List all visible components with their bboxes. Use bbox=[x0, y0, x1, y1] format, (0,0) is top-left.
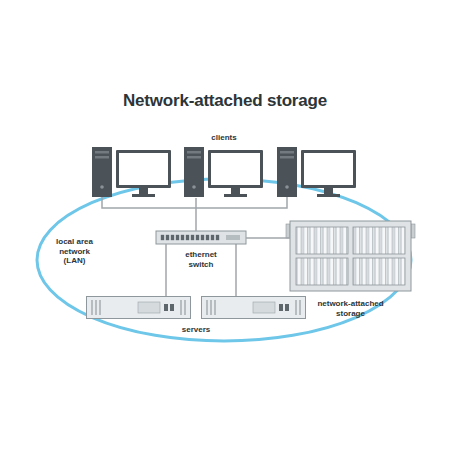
drive-bay bbox=[296, 258, 348, 285]
client-group: clients bbox=[88, 145, 360, 198]
switch-panel bbox=[226, 235, 240, 240]
node-label: clients bbox=[184, 133, 264, 143]
network-cable bbox=[246, 237, 290, 239]
lan-ring bbox=[37, 179, 411, 341]
client-bus-wire bbox=[102, 197, 287, 208]
network-label: local area network (LAN) bbox=[51, 237, 98, 266]
network-cable bbox=[165, 244, 167, 296]
rack-ear bbox=[411, 224, 415, 238]
switch-ports bbox=[160, 234, 220, 241]
client-computer bbox=[92, 147, 171, 197]
node-text: servers bbox=[166, 325, 226, 335]
drive-bay bbox=[353, 258, 405, 285]
client-computer bbox=[184, 147, 263, 197]
server-unit bbox=[202, 297, 306, 319]
drive-bay bbox=[353, 227, 405, 254]
server-wire bbox=[235, 244, 237, 296]
switch-chassis bbox=[156, 231, 246, 244]
node-text: network-attached storage bbox=[310, 299, 392, 318]
diagram-title: Network-attached storage bbox=[0, 91, 450, 111]
drive-bay bbox=[296, 227, 348, 254]
server-group: servers bbox=[86, 296, 306, 319]
nas-unit: network-attached storage bbox=[290, 221, 411, 291]
node-label: ethernet switch bbox=[180, 250, 222, 269]
server-unit bbox=[87, 297, 191, 319]
node-label: servers bbox=[166, 325, 226, 335]
network-cable bbox=[195, 198, 197, 231]
client-computer bbox=[277, 147, 356, 197]
nas-chassis bbox=[290, 221, 411, 291]
rack-ear bbox=[286, 224, 290, 238]
node-label: network-attached storage bbox=[310, 299, 392, 318]
node-text: ethernet switch bbox=[180, 250, 222, 269]
node-text: clients bbox=[184, 133, 264, 143]
ethernet-switch: ethernet switch bbox=[156, 231, 246, 244]
